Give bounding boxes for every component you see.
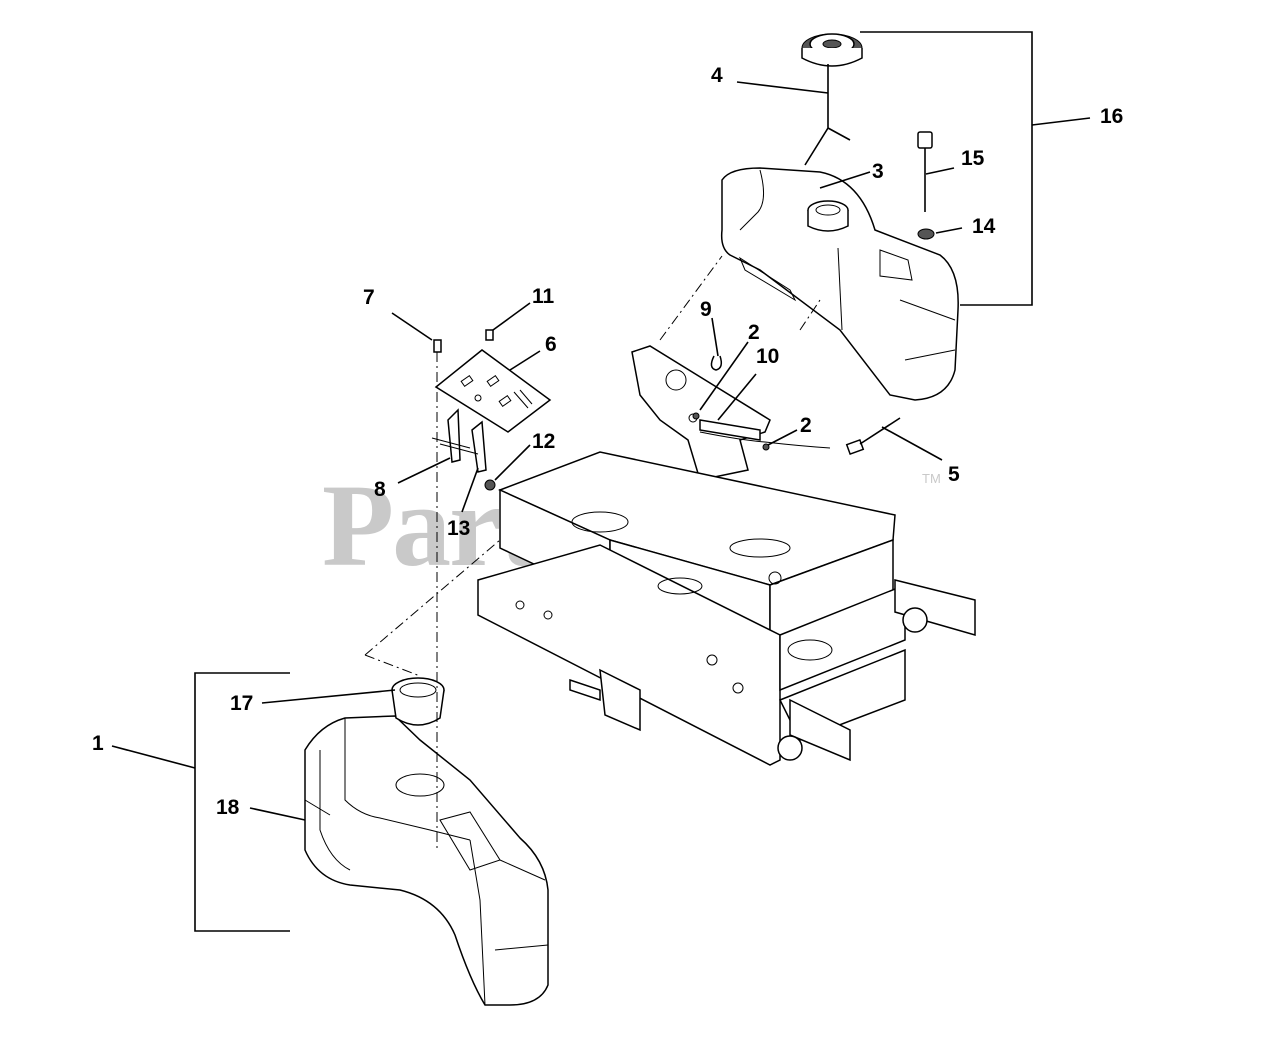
callout-18: 18 xyxy=(216,796,240,819)
callout-16: 16 xyxy=(1100,105,1123,128)
fuel-tank-lower xyxy=(304,715,549,1006)
leader-lines xyxy=(111,31,1091,932)
frame-assembly xyxy=(477,345,976,766)
callout-4: 4 xyxy=(711,64,723,87)
callout-5: 5 xyxy=(948,463,960,486)
callouts: 1 2 2 3 4 5 6 7 8 9 10 11 12 13 14 15 16… xyxy=(92,64,1123,819)
callout-2-lower: 2 xyxy=(800,414,812,437)
callout-2-upper: 2 xyxy=(748,321,760,344)
callout-12: 12 xyxy=(532,430,555,453)
filler-cup xyxy=(391,677,445,726)
callout-6: 6 xyxy=(545,333,557,356)
callout-10: 10 xyxy=(756,345,779,368)
callout-1: 1 xyxy=(92,732,104,755)
callout-7: 7 xyxy=(363,286,375,309)
callout-9: 9 xyxy=(700,298,712,321)
fuel-line-area xyxy=(692,355,901,456)
fuel-gauge xyxy=(917,131,935,240)
fuel-tank-upper xyxy=(720,167,959,401)
fuel-cap-upper xyxy=(801,33,863,166)
watermark-trademark: TM xyxy=(922,471,941,486)
callout-8: 8 xyxy=(374,478,386,501)
mounting-bracket xyxy=(431,329,552,491)
callout-17: 17 xyxy=(230,692,253,715)
callout-13: 13 xyxy=(447,517,470,540)
callout-14: 14 xyxy=(972,215,996,238)
callout-15: 15 xyxy=(961,147,985,170)
callout-11: 11 xyxy=(532,285,555,308)
callout-3: 3 xyxy=(872,160,884,183)
center-lines xyxy=(364,255,821,850)
